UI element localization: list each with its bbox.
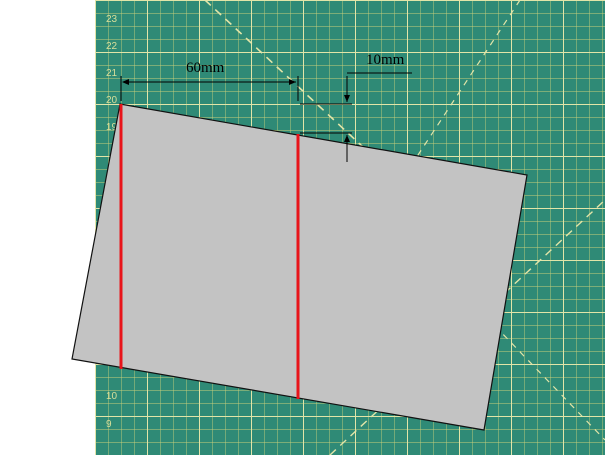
ruler-number: 23	[106, 14, 118, 25]
dimension-10mm: 10mm	[300, 52, 412, 162]
dimension-label-horizontal: 60mm	[186, 60, 225, 76]
dimension-60mm: 60mm	[120, 60, 299, 101]
ruler-number: 9	[106, 419, 112, 430]
ruler-number: 19	[106, 122, 118, 133]
ruler-number: 21	[106, 68, 118, 79]
dimension-label-vertical: 10mm	[366, 52, 405, 68]
ruler-number: 20	[106, 95, 118, 106]
mat-ruler: 23 22 21 20 19 10 9	[106, 14, 118, 430]
ruler-number: 22	[106, 41, 118, 52]
ruler-number: 10	[106, 391, 118, 402]
